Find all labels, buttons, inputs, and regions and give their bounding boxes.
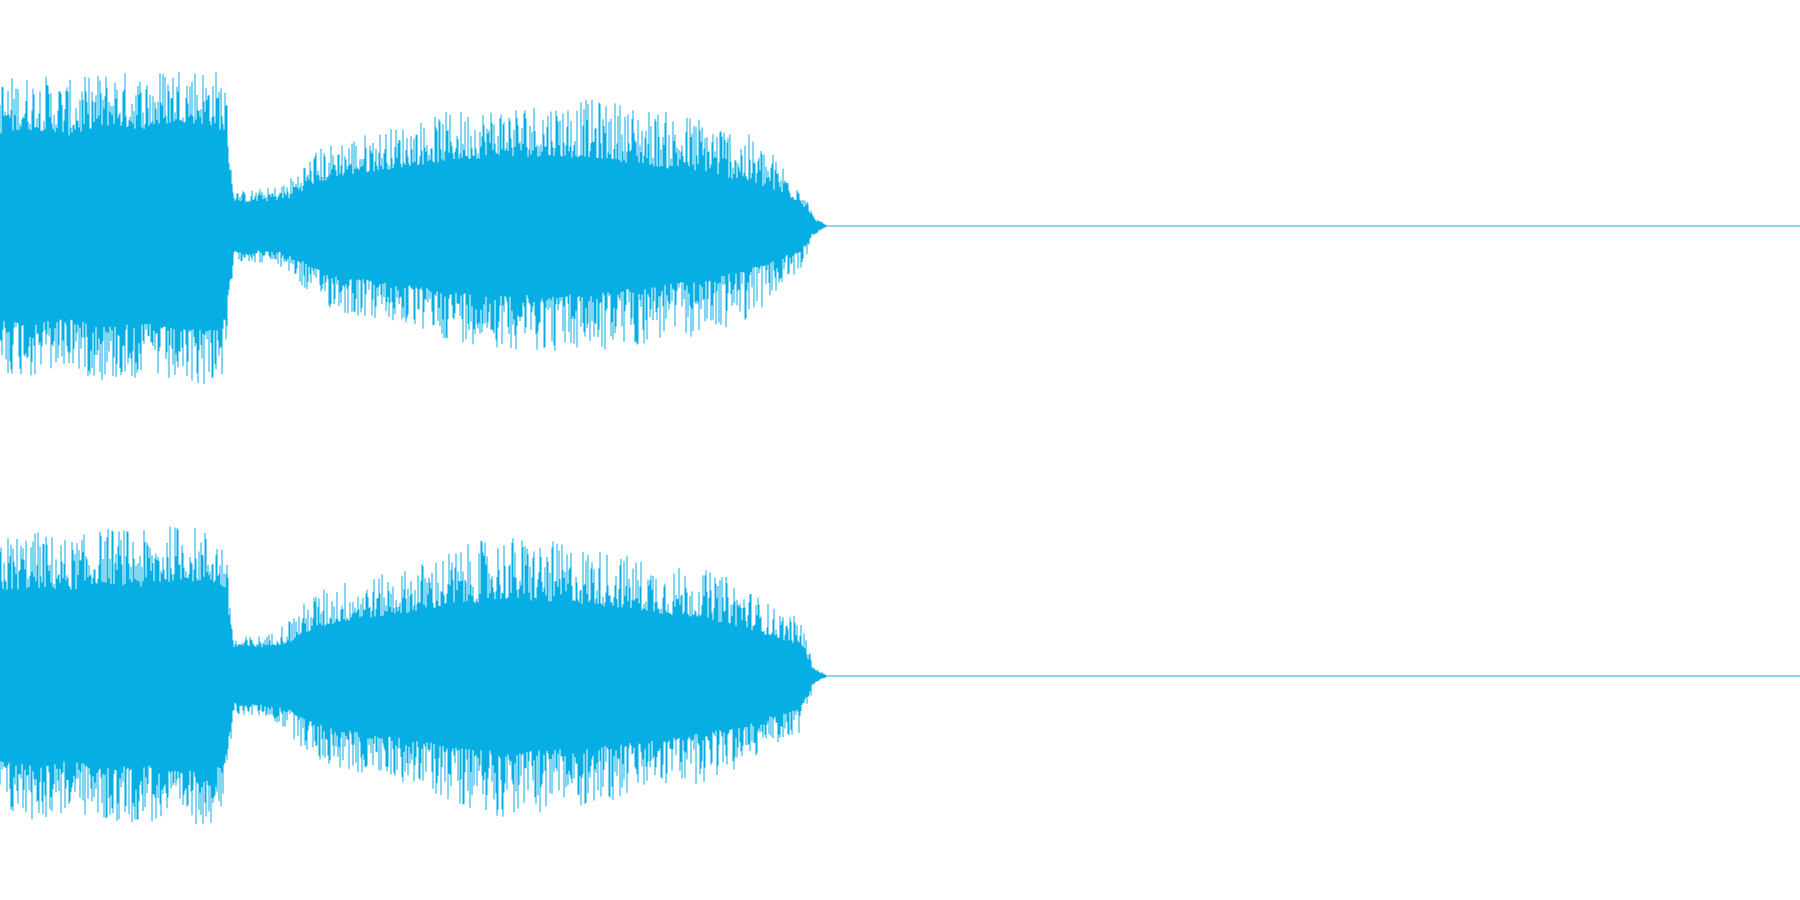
waveform-channel-2 xyxy=(0,526,1800,825)
waveform-peaks-channel-2 xyxy=(0,526,828,825)
waveform-peaks-channel-1 xyxy=(0,72,828,384)
waveform-channel-1 xyxy=(0,72,1800,384)
